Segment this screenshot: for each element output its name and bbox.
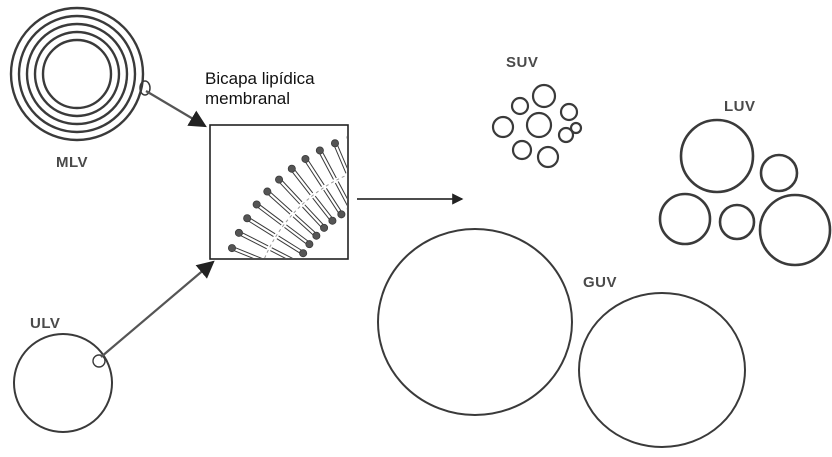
lipid-tail <box>398 128 400 160</box>
lipid-head <box>253 201 260 208</box>
lipid-head <box>389 192 396 199</box>
lipid-head <box>244 215 251 222</box>
lipid-tail <box>227 262 258 271</box>
lipid-head <box>329 217 336 224</box>
lipid-head <box>357 200 364 207</box>
lipid-tail <box>363 171 372 200</box>
lipid-head <box>275 176 282 183</box>
lipid-tail <box>365 133 372 164</box>
suv-label: SUV <box>506 54 538 71</box>
lipid-tail <box>387 166 391 196</box>
lipid-tail <box>385 130 389 162</box>
lipid-head <box>288 165 295 172</box>
lipid-tail <box>352 137 362 167</box>
lipid-head <box>400 191 407 198</box>
lipid-head <box>228 244 235 251</box>
lipid-tail <box>360 172 369 201</box>
lipid-tail <box>258 286 287 292</box>
lipid-head <box>446 129 453 136</box>
lipid-tail <box>376 168 383 197</box>
lipid-tail <box>442 132 449 163</box>
lipid-head <box>411 190 418 197</box>
lipid-tail <box>435 167 441 196</box>
lipid-tail <box>431 130 435 162</box>
lipid-head <box>363 129 370 136</box>
ulv-connector-arrow <box>101 262 213 357</box>
lipid-head <box>367 197 374 204</box>
mlv-label: MLV <box>56 154 88 171</box>
lipid-tail <box>266 260 294 271</box>
lipid-head <box>316 147 323 154</box>
lipid-head <box>413 125 420 132</box>
lipid-tail <box>261 273 290 282</box>
lipid-tail <box>402 128 404 160</box>
lipid-head <box>380 126 387 133</box>
lipid-head <box>396 125 403 132</box>
lipid-tail <box>416 164 417 194</box>
lipid-head <box>264 188 271 195</box>
lipid-head <box>338 211 345 218</box>
bilayer-box <box>210 125 348 259</box>
ulv-label: ULV <box>30 315 60 332</box>
lipid-tail <box>445 133 452 164</box>
mlv-connector-arrow <box>146 91 205 126</box>
lipid-head <box>306 241 313 248</box>
lipid-head <box>294 259 301 266</box>
lipid-tail <box>390 165 394 195</box>
lipid-tail <box>223 279 254 286</box>
bilayer-title-line1: Bicapa lipídica <box>205 69 315 89</box>
lipid-head <box>219 276 226 283</box>
suv-vesicles <box>493 85 581 167</box>
guv-vesicles <box>378 229 745 447</box>
lipid-head <box>378 194 385 201</box>
lipid-tail <box>413 164 414 194</box>
lipid-tail <box>400 164 402 194</box>
bilayer-title-line2: membranal <box>205 89 290 109</box>
lipid-tail <box>257 289 286 295</box>
lipid-head <box>302 155 309 162</box>
lipid-tail <box>438 168 444 197</box>
guv-label: GUV <box>583 274 617 291</box>
lipid-head <box>286 280 293 287</box>
lipid-head <box>223 260 230 267</box>
ulv-vesicle <box>14 334 112 432</box>
lipid-head <box>300 250 307 257</box>
mlv-vesicle <box>11 8 150 140</box>
lipid-tail <box>260 276 289 285</box>
lipid-tail <box>348 177 360 205</box>
lipid-tail <box>265 263 293 274</box>
lipid-head <box>422 191 429 198</box>
lipid-tail <box>403 164 405 194</box>
lipid-tail <box>414 128 415 160</box>
lipid-tail <box>373 168 380 197</box>
lipid-head <box>283 290 290 297</box>
luv-label: LUV <box>724 98 756 115</box>
luv-vesicles <box>660 120 830 265</box>
lipid-tail <box>428 129 432 161</box>
lipid-tail <box>226 265 257 274</box>
lipid-tail <box>368 133 375 164</box>
lipid-head <box>320 224 327 231</box>
lipid-head <box>331 140 338 147</box>
lipid-head <box>313 232 320 239</box>
lipid-head <box>290 269 297 276</box>
lipid-head <box>235 229 242 236</box>
lipid-tail <box>417 128 418 160</box>
lipid-tail <box>427 165 431 195</box>
lipid-tail <box>222 282 253 289</box>
lipid-head <box>430 126 437 133</box>
lipid-tail <box>424 165 428 195</box>
lipid-tail <box>382 130 386 162</box>
lipid-tail <box>349 138 359 168</box>
